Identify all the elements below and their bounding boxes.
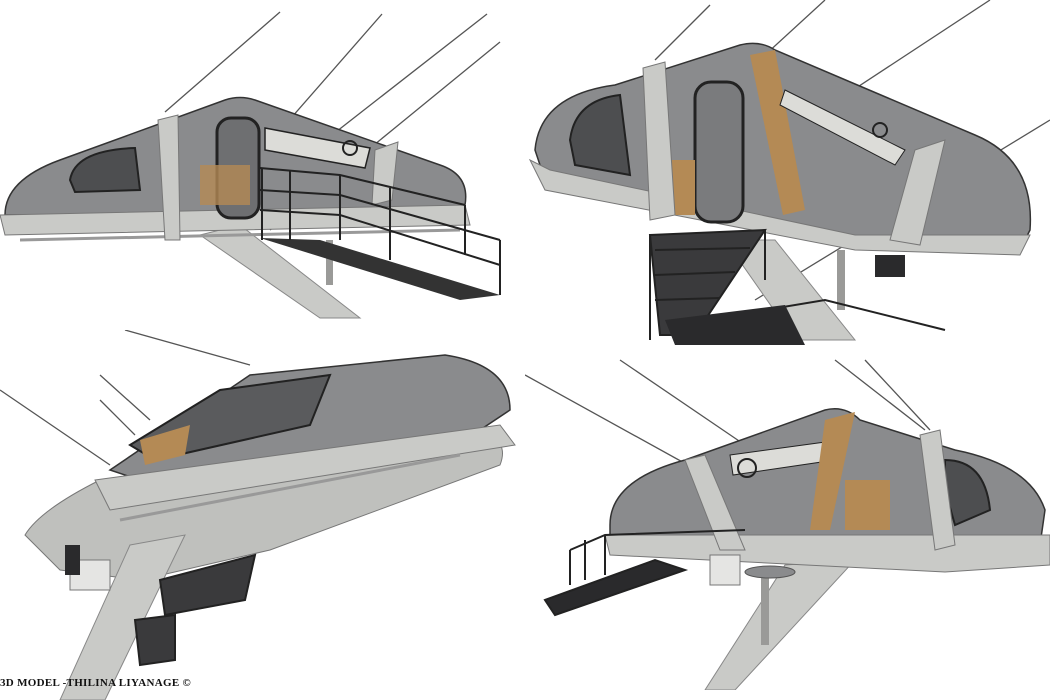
render-view-side	[0, 0, 510, 330]
render-view-front-stairs	[525, 0, 1050, 350]
copyright-credit: 3D MODEL -THILINA LIYANAGE ©	[0, 677, 192, 689]
render-view-rear	[525, 350, 1050, 690]
render-view-below	[0, 330, 525, 700]
